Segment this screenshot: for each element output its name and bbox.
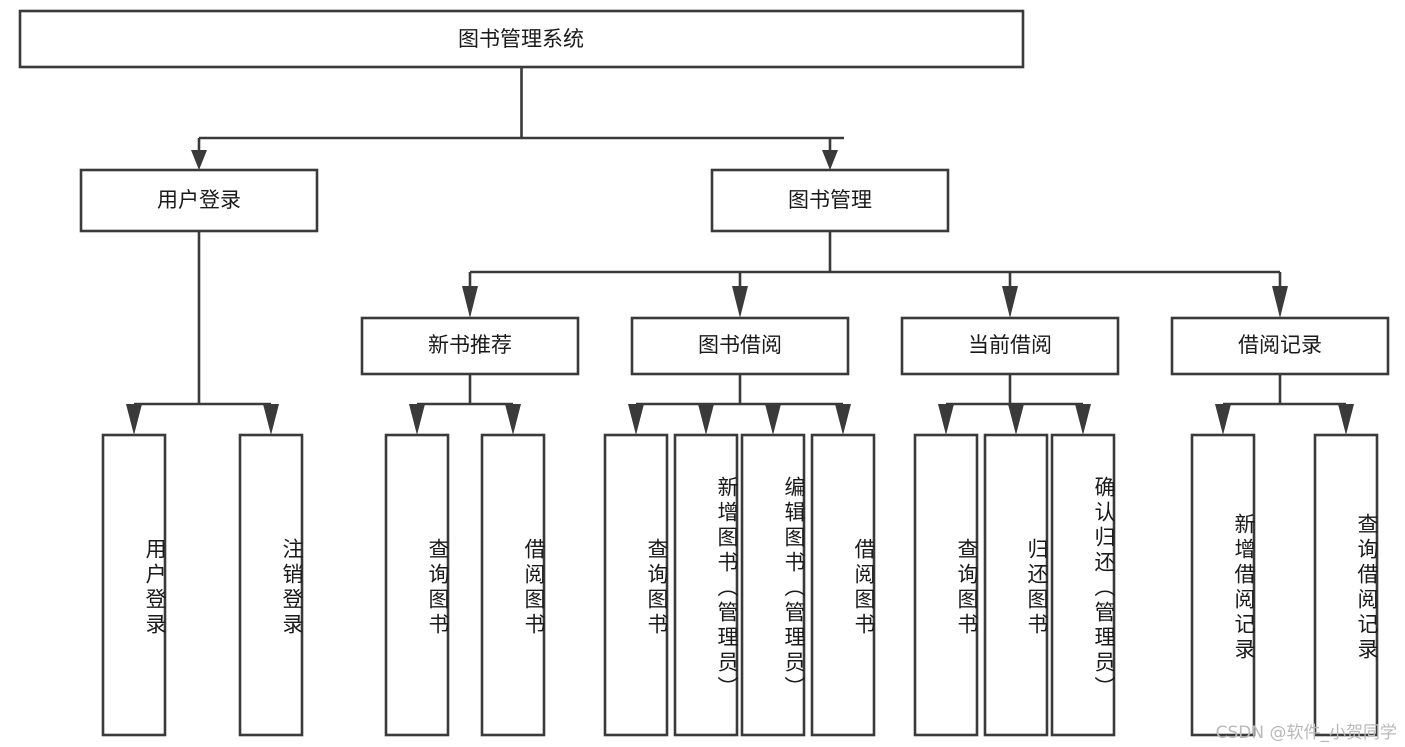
arrow-head-leaf-user-login bbox=[126, 404, 142, 435]
leaf-box-edit-book[interactable] bbox=[740, 433, 806, 737]
arrow-head-leaf-add-record bbox=[1215, 404, 1231, 435]
node-root-label: 图书管理系统 bbox=[458, 27, 584, 51]
connector-group-user-login bbox=[126, 231, 279, 435]
arrow-head-leaf-borrow-book-1 bbox=[505, 404, 521, 435]
arrow-head-book-manage bbox=[822, 150, 838, 170]
node-book-manage-label: 图书管理 bbox=[788, 188, 872, 212]
node-new-book-recommend-label: 新书推荐 bbox=[428, 333, 512, 357]
node-user-login[interactable]: 用户登录 bbox=[79, 168, 319, 233]
arrow-head-leaf-add-book bbox=[698, 404, 714, 435]
connector-group-root bbox=[191, 67, 844, 170]
leaf-box-query-book-3[interactable] bbox=[913, 433, 979, 737]
connector-group-book-manage bbox=[462, 231, 1288, 318]
connector-group-borrow-record bbox=[1215, 374, 1354, 435]
connector-group-new-book-recommend bbox=[409, 374, 521, 435]
node-borrow-record-label: 借阅记录 bbox=[1238, 333, 1322, 357]
node-book-borrow-box[interactable] bbox=[630, 316, 850, 376]
arrow-head-borrow-record bbox=[1272, 286, 1288, 318]
arrow-head-leaf-query-book-1 bbox=[409, 404, 425, 435]
leaf-box-user-login[interactable] bbox=[101, 433, 167, 737]
leaf-box-query-book-1[interactable] bbox=[384, 433, 450, 737]
arrow-head-leaf-confirm-return bbox=[1075, 404, 1091, 435]
node-user-login-label: 用户登录 bbox=[157, 188, 241, 212]
arrow-head-leaf-query-record bbox=[1338, 404, 1354, 435]
node-root-box[interactable] bbox=[18, 9, 1025, 69]
node-borrow-record[interactable]: 借阅记录 bbox=[1170, 316, 1390, 376]
leaf-box-return-book[interactable] bbox=[983, 433, 1049, 737]
node-current-borrow-label: 当前借阅 bbox=[968, 333, 1052, 357]
arrow-head-current-borrow bbox=[1002, 286, 1018, 318]
node-book-manage[interactable]: 图书管理 bbox=[710, 168, 950, 233]
node-current-borrow-box[interactable] bbox=[900, 316, 1120, 376]
node-book-manage-box[interactable] bbox=[710, 168, 950, 233]
leaf-box-add-book[interactable] bbox=[673, 433, 739, 737]
node-new-book-recommend-box[interactable] bbox=[360, 316, 580, 376]
arrow-head-book-borrow bbox=[732, 286, 748, 318]
arrow-head-user-login bbox=[191, 150, 207, 170]
connector-group-book-borrow bbox=[628, 374, 851, 435]
node-root[interactable]: 图书管理系统 bbox=[18, 9, 1025, 69]
arrow-head-new-book-recommend bbox=[462, 286, 478, 318]
leaf-box-confirm-return[interactable] bbox=[1050, 433, 1116, 737]
arrow-head-leaf-query-book-3 bbox=[938, 404, 954, 435]
arrow-head-leaf-edit-book bbox=[765, 404, 781, 435]
node-user-login-box[interactable] bbox=[79, 168, 319, 233]
leaf-box-borrow-book-1[interactable] bbox=[480, 433, 546, 737]
node-borrow-record-box[interactable] bbox=[1170, 316, 1390, 376]
arrow-head-leaf-logout bbox=[263, 404, 279, 435]
leaf-box-borrow-book-2[interactable] bbox=[810, 433, 876, 737]
node-new-book-recommend[interactable]: 新书推荐 bbox=[360, 316, 580, 376]
arrow-head-leaf-borrow-book-2 bbox=[835, 404, 851, 435]
leaf-box-query-record[interactable] bbox=[1313, 433, 1379, 737]
node-book-borrow-label: 图书借阅 bbox=[698, 333, 782, 357]
node-book-borrow[interactable]: 图书借阅 bbox=[630, 316, 850, 376]
connector-group-current-borrow bbox=[938, 374, 1091, 435]
leaf-box-logout[interactable] bbox=[238, 433, 304, 737]
leaf-box-query-book-2[interactable] bbox=[603, 433, 669, 737]
node-current-borrow[interactable]: 当前借阅 bbox=[900, 316, 1120, 376]
leaf-box-add-record[interactable] bbox=[1190, 433, 1256, 737]
arrow-head-leaf-return-book bbox=[1008, 404, 1024, 435]
arrow-head-leaf-query-book-2 bbox=[628, 404, 644, 435]
